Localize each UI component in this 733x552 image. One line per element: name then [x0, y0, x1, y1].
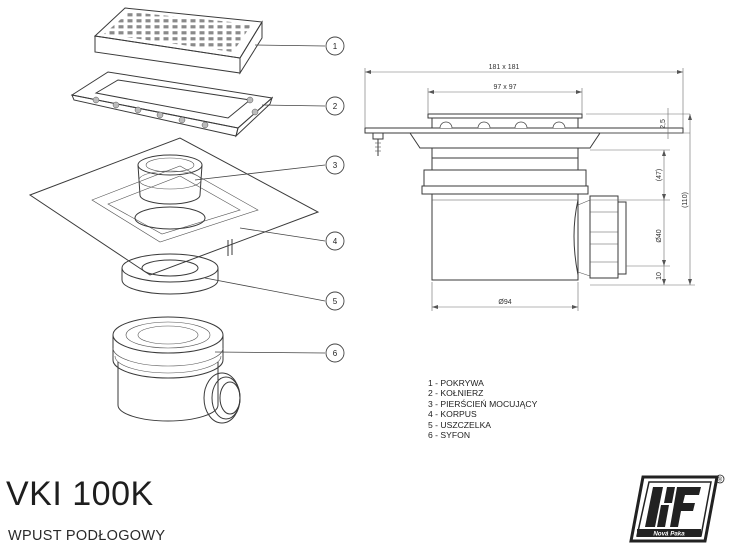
- part-2-frame: [70, 71, 274, 138]
- legend-item: 5 - USZCZELKA: [428, 419, 492, 430]
- callout-5: 5: [325, 291, 345, 311]
- logo-subtext: Nová Paka: [653, 531, 685, 538]
- callout-1: 1: [325, 36, 345, 56]
- legend-item: 4 - KORPUS: [428, 409, 477, 420]
- svg-text:3: 3: [333, 161, 338, 170]
- legend-item: 3 - PIERŚCIEŃ MOCUJĄCY: [428, 398, 538, 409]
- callout-6: 6: [325, 343, 345, 363]
- product-description: WPUST PODŁOGOWY: [8, 528, 166, 544]
- parts-legend: 1 - POKRYWA 2 - KOŁNIERZ 3 - PIERŚCIEŃ M…: [428, 378, 537, 440]
- part-4-body: [28, 137, 320, 276]
- dim-inner-top: 97 x 97: [494, 84, 517, 91]
- svg-text:6: 6: [333, 349, 338, 358]
- svg-text:5: 5: [333, 297, 338, 306]
- legend-item: 1 - POKRYWA: [428, 378, 484, 388]
- product-model: VKI 100K: [6, 475, 154, 513]
- callout-3: 3: [325, 155, 345, 175]
- part-1-cover: [93, 7, 263, 75]
- part-6-siphon: [112, 316, 241, 424]
- dim-body-diameter: Ø94: [498, 299, 511, 306]
- callout-4: 4: [325, 231, 345, 251]
- svg-text:4: 4: [333, 237, 338, 246]
- svg-text:2: 2: [333, 102, 338, 111]
- part-3-clamping-ring: [137, 154, 203, 205]
- dim-outlet-diameter: Ø40: [656, 229, 663, 242]
- dim-flange-thickness: 2,5: [660, 119, 667, 129]
- registered-mark: ®: [718, 476, 723, 483]
- callout-leaders: [194, 44, 326, 354]
- legend-item: 6 - SYFON: [428, 430, 471, 441]
- dim-outlet-offset: 10: [656, 272, 663, 280]
- svg-text:1: 1: [333, 42, 338, 51]
- brand-logo: Nová Paka ®: [629, 474, 725, 543]
- part-5-seal: [121, 253, 219, 295]
- dim-overall-top: 181 x 181: [489, 64, 520, 71]
- dimension-lines: [364, 68, 695, 311]
- section-view: [364, 113, 684, 281]
- callout-2: 2: [325, 96, 345, 116]
- legend-item: 2 - KOŁNIERZ: [428, 388, 484, 399]
- dim-body-height: (47): [656, 169, 663, 181]
- dim-total-height: (110): [682, 192, 689, 208]
